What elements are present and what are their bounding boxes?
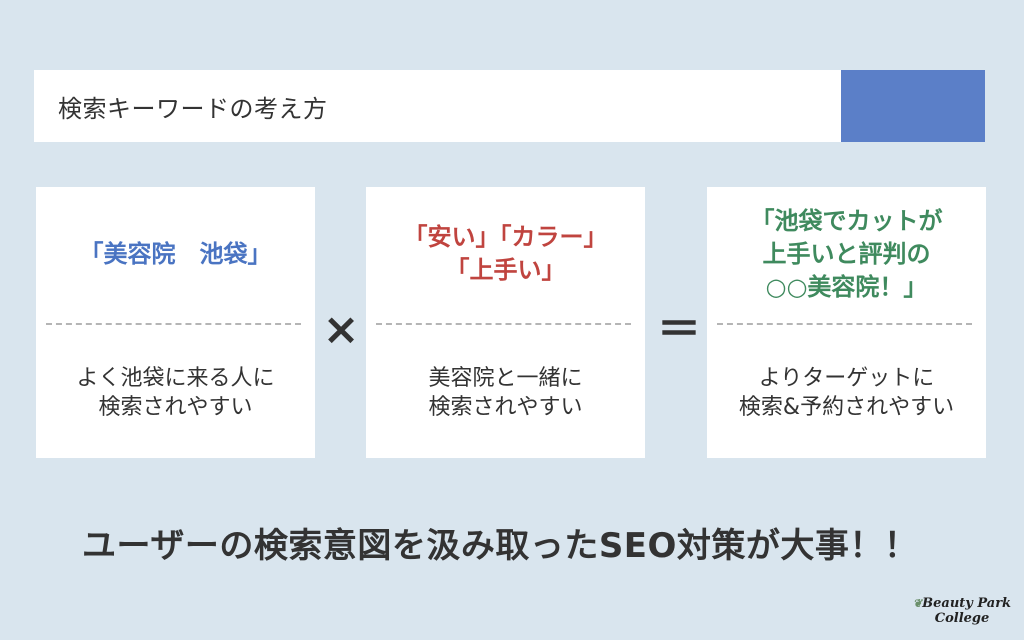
description-line: 検索されやすい: [98, 394, 253, 420]
multiply-icon: ×: [322, 304, 360, 355]
card-description: よりターゲットに 検索&予約されやすい: [707, 327, 986, 458]
equals-icon: ＝: [657, 304, 701, 355]
card-keyword: 「池袋でカットが 上手いと評判の ○○美容院！」: [707, 187, 986, 321]
keyword-line: 「安い」「カラー」: [403, 223, 608, 251]
description-line: 美容院と一緒に: [428, 365, 583, 391]
conclusion-text: ユーザーの検索意図を汲み取ったSEO対策が大事！！: [82, 526, 919, 566]
title-accent-block: [841, 70, 985, 142]
description-line: よく池袋に来る人に: [76, 365, 275, 391]
keyword-line: 「美容院 池袋」: [79, 239, 272, 268]
keyword-line: 上手いと評判の: [762, 239, 931, 268]
dashed-divider: [717, 323, 972, 325]
keyword-card-location: 「美容院 池袋」 よく池袋に来る人に 検索されやすい: [36, 187, 315, 458]
keyword-card-result: 「池袋でカットが 上手いと評判の ○○美容院！」 よりターゲットに 検索&予約さ…: [707, 187, 986, 458]
logo-line1: Beauty Park: [922, 596, 1012, 611]
keyword-line: ○○美容院！」: [765, 272, 928, 301]
card-keyword: 「美容院 池袋」: [36, 187, 315, 321]
logo-line2: College: [934, 611, 990, 626]
dashed-divider: [376, 323, 631, 325]
card-keyword: 「安い」「カラー」 「上手い」: [366, 187, 645, 321]
keyword-line: 「池袋でカットが: [750, 206, 943, 235]
description-line: よりターゲットに: [758, 365, 935, 391]
description-line: 検索されやすい: [428, 394, 583, 420]
page-title: 検索キーワードの考え方: [58, 94, 328, 123]
description-line: 検索&予約されやすい: [738, 394, 955, 420]
brand-logo: ❦Beauty Park College: [912, 596, 1012, 626]
dashed-divider: [46, 323, 301, 325]
keyword-card-modifiers: 「安い」「カラー」 「上手い」 美容院と一緒に 検索されやすい: [366, 187, 645, 458]
leaf-icon: ❦: [912, 597, 923, 610]
card-description: 美容院と一緒に 検索されやすい: [366, 327, 645, 458]
title-bar: 検索キーワードの考え方: [34, 70, 841, 142]
keyword-line: 「上手い」: [445, 256, 566, 284]
card-description: よく池袋に来る人に 検索されやすい: [36, 327, 315, 458]
